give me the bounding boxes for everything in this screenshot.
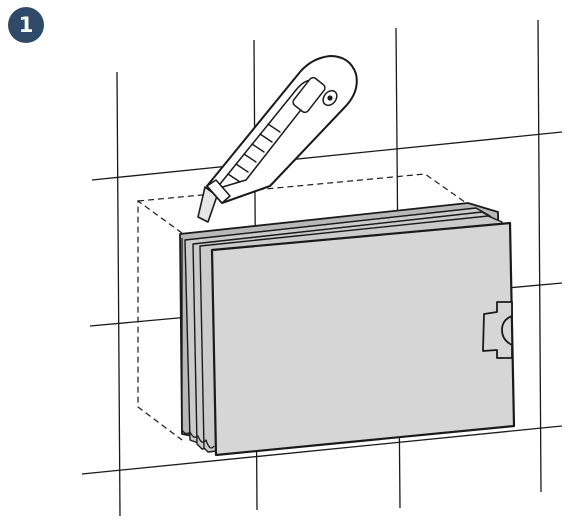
cover-latch	[482, 301, 513, 359]
step-number-badge: 1	[8, 7, 44, 43]
knife-ridge	[243, 153, 257, 163]
layer-top-edge	[184, 207, 477, 241]
layer-top-edge	[192, 211, 483, 245]
knife-slider-button	[292, 76, 326, 114]
knife-ridge	[235, 163, 249, 173]
tile-grout-horizontal	[81, 425, 563, 475]
knife-ridge	[267, 123, 281, 133]
tile-grout-vertical	[116, 71, 121, 517]
knife-body	[206, 55, 358, 204]
tile-grout-vertical	[537, 19, 542, 493]
knife-collar	[206, 179, 231, 204]
tile-grout-horizontal	[91, 131, 563, 181]
knife-hole-inner	[327, 95, 333, 101]
cutout-outline-top	[137, 173, 473, 208]
enclosure-front-cover	[210, 221, 516, 457]
utility-knife-icon	[197, 55, 358, 223]
knife-ridge	[251, 143, 265, 153]
enclosure-icon	[179, 202, 516, 457]
enclosure-side-edge	[181, 238, 215, 449]
knife-ridge	[227, 173, 241, 183]
knife-ridges	[227, 123, 281, 183]
knife-ridge	[259, 133, 273, 143]
